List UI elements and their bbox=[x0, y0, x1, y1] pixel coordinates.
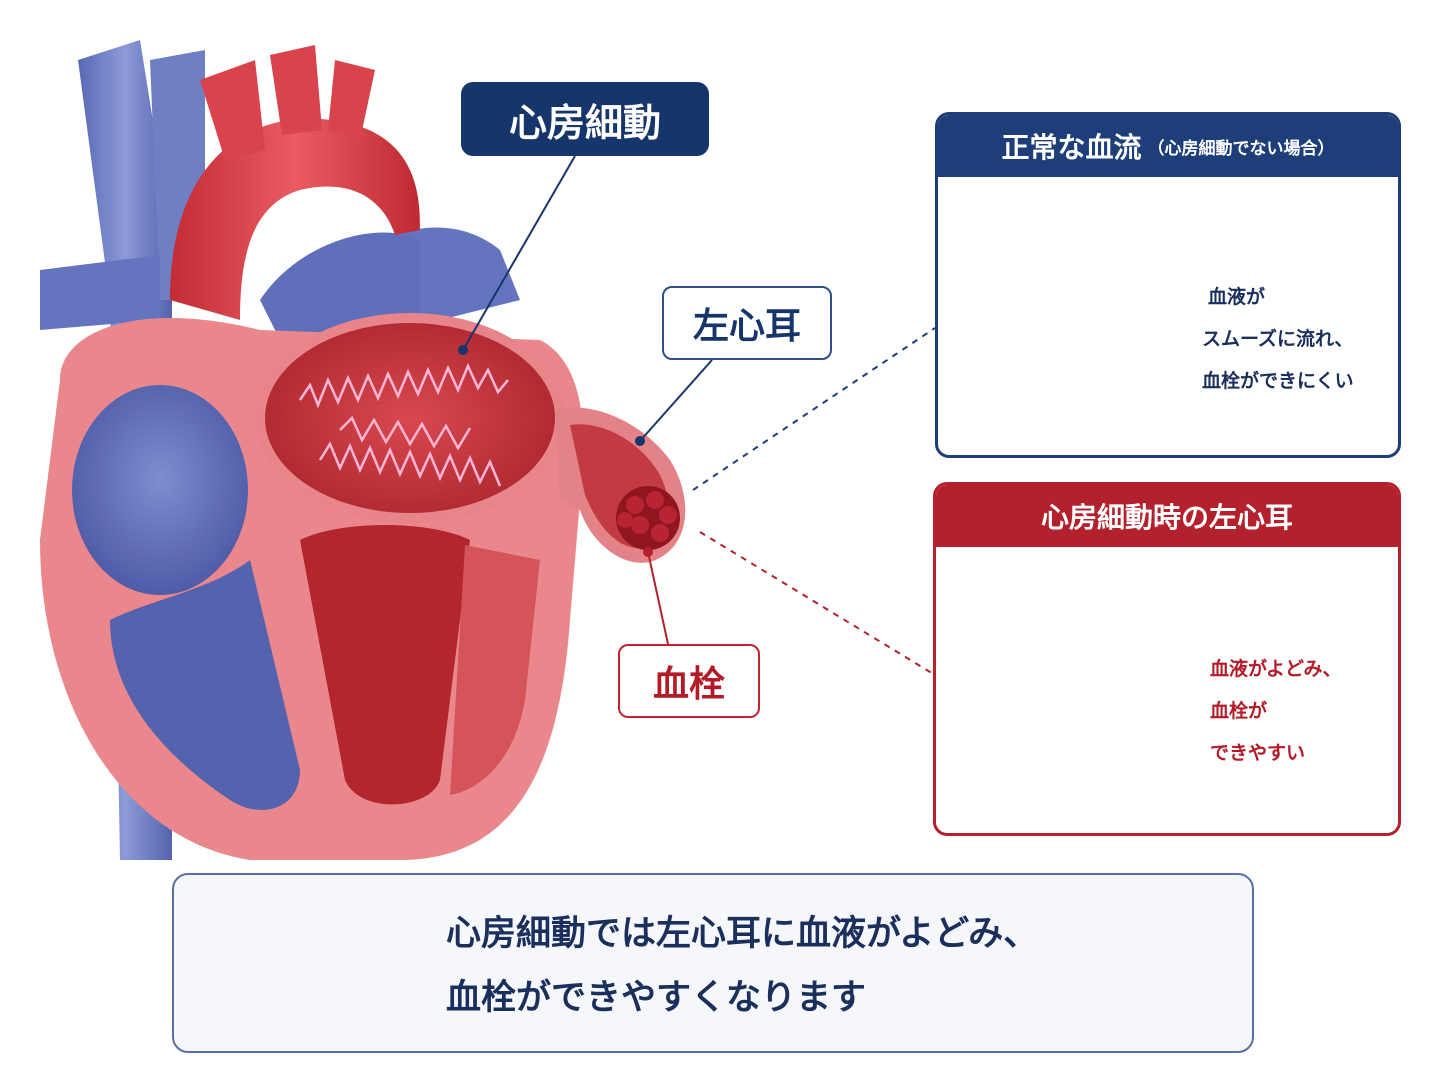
af-appendage-panel-header: 心房細動時の左心耳 bbox=[936, 485, 1398, 547]
laa-leader-line bbox=[639, 359, 713, 442]
normal-flow-panel-header: 正常な血流 （心房細動でない場合） bbox=[938, 115, 1398, 177]
thrombus-label: 血栓 bbox=[618, 644, 760, 718]
summary-line-2: 血栓ができやすくなります bbox=[446, 978, 867, 1018]
left-atrium bbox=[255, 313, 565, 523]
af-leader-line bbox=[462, 155, 576, 351]
normal-flow-description: 血液が スムーズに流れ、 血栓ができにくい bbox=[1202, 276, 1354, 402]
normal-flow-line-3: 血栓ができにくい bbox=[1202, 370, 1354, 392]
aorta bbox=[170, 45, 420, 320]
normal-flow-title: 正常な血流 bbox=[1001, 131, 1142, 164]
fibrillation-wave bbox=[298, 362, 509, 409]
connector-af bbox=[699, 531, 936, 676]
normal-flow-line-1: 血液が bbox=[1208, 286, 1266, 308]
right-ventricle bbox=[110, 560, 300, 810]
af-appendage-panel: 心房細動時の左心耳 bbox=[933, 482, 1401, 836]
af-appendage-title: 心房細動時の左心耳 bbox=[1040, 501, 1293, 534]
left-ventricle bbox=[300, 525, 470, 805]
normal-flow-title-note: （心房細動でない場合） bbox=[1147, 138, 1335, 159]
left-atrial-appendage-label: 左心耳 bbox=[662, 286, 832, 360]
right-atrium bbox=[72, 385, 248, 595]
thrombus bbox=[616, 486, 680, 550]
normal-flow-line-2: スムーズに流れ、 bbox=[1202, 328, 1354, 350]
atrial-fibrillation-label: 心房細動 bbox=[461, 82, 709, 156]
af-appendage-description: 血液がよどみ、 血栓が できやすい bbox=[1210, 648, 1341, 774]
connector-normal bbox=[692, 327, 936, 491]
summary-text: 心房細動では左心耳に血液がよどみ、 血栓ができやすくなります bbox=[446, 902, 1038, 1030]
af-appendage-line-2: 血栓が bbox=[1210, 700, 1268, 722]
summary-line-1: 心房細動では左心耳に血液がよどみ、 bbox=[446, 914, 1039, 954]
normal-flow-panel: 正常な血流 （心房細動でない場合） bbox=[935, 112, 1401, 458]
af-appendage-line-1: 血液がよどみ、 bbox=[1210, 658, 1342, 680]
af-appendage-line-3: できやすい bbox=[1210, 742, 1306, 764]
summary-box bbox=[172, 873, 1254, 1053]
thrombus-leader-line bbox=[647, 551, 669, 645]
